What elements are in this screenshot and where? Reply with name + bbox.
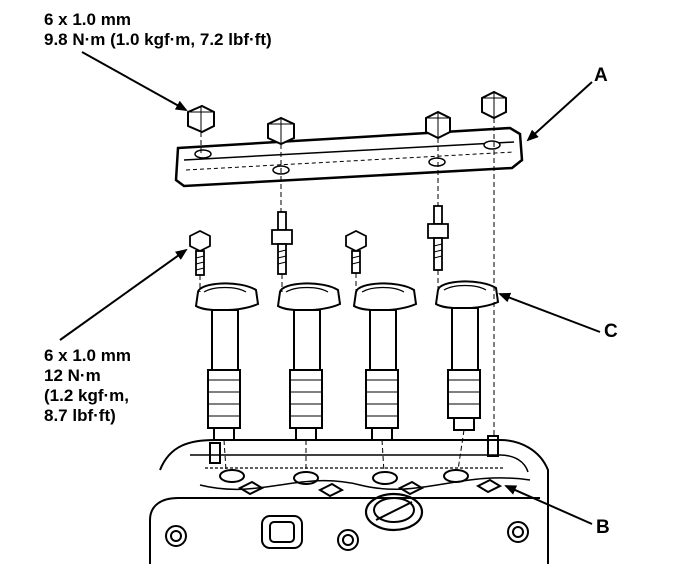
bottom-spec-torque: 12 N·m [44, 366, 101, 385]
leader-top-spec [81, 51, 188, 111]
ignition-coil-2 [276, 282, 342, 441]
leader-lines [59, 51, 601, 525]
alignment-lines [199, 118, 495, 473]
cylinder-head-cover [149, 435, 549, 564]
ignition-coil-3 [352, 282, 418, 441]
leader-a [526, 81, 593, 142]
coil-bolt-right [345, 229, 367, 274]
stud-right [427, 205, 449, 271]
bottom-spec-kgfm: (1.2 kgf·m, [44, 386, 130, 405]
top-spec-size: 6 x 1.0 mm [44, 10, 131, 29]
callout-a-label: A [594, 65, 608, 86]
stud-left [271, 211, 293, 275]
leader-bottom-spec [59, 248, 188, 341]
ignition-coil-1 [194, 282, 260, 441]
top-spec-torque: 9.8 N·m (1.0 kgf·m, 7.2 lbf·ft) [44, 30, 272, 49]
ignition-coil-cover [174, 126, 524, 188]
cover-nut-3 [425, 110, 451, 140]
coil-bolt-left [189, 229, 211, 276]
leader-b [504, 485, 593, 525]
cover-nut-2 [267, 116, 295, 146]
bottom-spec-size: 6 x 1.0 mm [44, 346, 131, 365]
ignition-coil-4 [434, 280, 500, 431]
leader-c [498, 292, 601, 333]
callout-c-label: C [604, 321, 618, 342]
bottom-spec-lbfft: 8.7 lbf·ft) [44, 406, 116, 425]
cover-nut-4 [481, 90, 507, 120]
cover-nut-1 [187, 104, 215, 134]
callout-b-label: B [596, 517, 610, 538]
